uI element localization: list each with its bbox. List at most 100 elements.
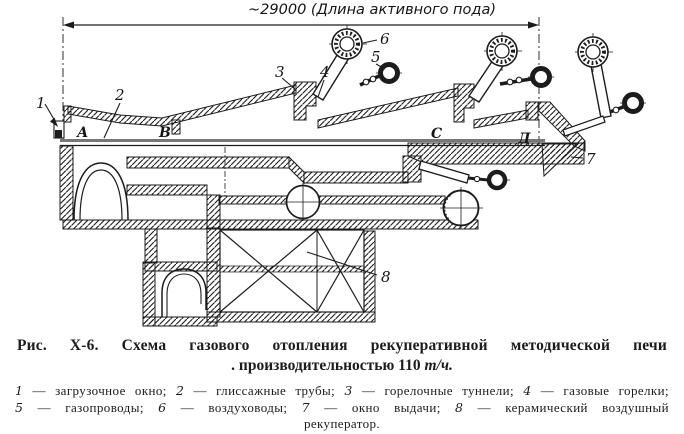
leader-7	[570, 156, 584, 159]
solid-hearth-slab	[407, 142, 585, 165]
legend-num-8: 8	[454, 399, 464, 415]
legend-text-4: — газовые горелки;	[531, 382, 669, 398]
caption-line-1: Рис. Х-6. Схема газового отопления рекуп…	[17, 337, 667, 354]
duct-wall-lower	[218, 195, 446, 205]
loading-window-door	[55, 130, 62, 138]
burner-tunnel-block-2	[453, 83, 475, 123]
roof-step-3	[525, 101, 539, 121]
duct-wall-upper-b	[303, 171, 409, 184]
flue-arch-outer	[73, 162, 129, 221]
legend-item-6: 6 — воздуховоды;	[158, 400, 302, 415]
legend-item-7: 7 — окно выдачи;	[302, 400, 455, 415]
zone-letter-d: Д	[517, 131, 531, 147]
legend-num-7: 7	[301, 399, 311, 415]
flue-arch-inner	[79, 169, 123, 221]
gas-pipe-circle-2	[530, 66, 552, 88]
legend-text-3: — горелочные туннели;	[352, 382, 524, 398]
burner-tube-2	[468, 59, 504, 103]
air-duct-circle-3-bore	[585, 44, 601, 60]
lower-burner-assembly	[402, 155, 510, 191]
gas-union-2a	[506, 78, 514, 86]
legend-item-5: 5 — газопроводы;	[15, 400, 158, 415]
leader-5	[375, 63, 386, 70]
lower-arch-inner	[166, 273, 202, 317]
gas-fitting-2	[499, 77, 532, 86]
gas-union-1a	[362, 78, 370, 86]
hearth	[60, 139, 585, 165]
legend-item-4: 4 — газовые горелки;	[523, 383, 669, 398]
flue-arches	[73, 162, 207, 317]
burner-assembly-3	[562, 33, 646, 137]
callout-1: 1	[36, 94, 46, 112]
callout-3: 3	[275, 63, 285, 81]
recuperator	[206, 227, 376, 323]
lower-arch-outer	[161, 268, 207, 317]
legend-num-4: 4	[523, 382, 532, 398]
callout-4: 4	[319, 63, 330, 81]
callout-leaders	[44, 39, 584, 276]
lower-chamber-wall	[142, 261, 156, 327]
lower-gas-union	[473, 175, 481, 183]
legend-text-6: — воздуховоды;	[166, 399, 302, 415]
legend-text-8: — керамический воздушный рекуператор.	[303, 399, 669, 432]
leader-4	[317, 79, 325, 98]
zone-letter-a: А	[76, 125, 88, 141]
caption-line-2-text: . производительностью 110	[231, 356, 425, 374]
zone-letters: А В С Д	[76, 125, 531, 147]
legend-text-1: — загрузочное окно;	[23, 382, 176, 398]
burner-barrel-3	[562, 115, 606, 137]
checkerwork-diagonal-2	[219, 229, 318, 313]
left-wall	[59, 145, 74, 221]
air-duct-sections	[284, 183, 483, 229]
caption-units: т/ч.	[424, 356, 453, 374]
roof-band-1	[67, 84, 297, 127]
recuperator-wall-left	[206, 227, 221, 318]
duct-floor	[62, 219, 479, 230]
callout-5: 5	[371, 48, 381, 66]
legend-text-5: — газопроводы;	[23, 399, 159, 415]
gas-pipe-circle-1	[378, 62, 400, 84]
legend-item-2: 2 — глиссажные трубы;	[176, 383, 344, 398]
gas-pipe-circle-3	[622, 92, 644, 114]
dimension-label: ~29000 (Длина активного пода)	[248, 2, 496, 18]
roof-band-3	[473, 109, 529, 129]
lower-gas-pipe-circle	[486, 169, 508, 191]
callout-2: 2	[114, 86, 125, 104]
burner-assembly-1	[312, 25, 402, 101]
legend-item-3: 3 — горелочные туннели;	[344, 383, 523, 398]
legend-text-2: — глиссажные трубы;	[184, 382, 345, 398]
legend-num-6: 6	[158, 399, 167, 415]
legend-num-2: 2	[175, 382, 185, 398]
gas-fitting-1	[359, 74, 380, 87]
leader-2	[103, 102, 121, 139]
zone-letter-c: С	[431, 126, 442, 142]
gas-union-1b	[369, 75, 377, 83]
duct-wall-step	[288, 155, 305, 185]
duct-wall-mid	[126, 184, 208, 196]
air-duct-section-2-bead	[442, 194, 451, 222]
roof-joint-tab	[171, 119, 181, 135]
lower-chamber-floor	[142, 316, 218, 327]
leader-1-arrow	[50, 117, 58, 127]
callout-8: 8	[381, 268, 391, 286]
leader-1	[44, 103, 56, 122]
callout-6: 6	[380, 30, 390, 48]
furnace-diagram: ~29000 (Длина активного пода)	[36, 2, 646, 327]
legend-item-8: 8 — керамический воздушный рекуператор.	[304, 400, 669, 432]
callout-labels: 1 2 3 4 5 6 7 8	[36, 30, 596, 286]
recuperator-floor	[206, 311, 376, 323]
gas-union-3	[612, 106, 620, 114]
dimension-arrow-right	[528, 21, 539, 29]
legend-item-1: 1 — загрузочное окно;	[15, 383, 176, 398]
duct-wall-upper-a	[126, 156, 290, 169]
leader-3	[281, 77, 296, 90]
checkerwork-diagonal-4	[316, 229, 365, 313]
furnace-roof	[63, 81, 586, 178]
discharge-end-roof	[537, 101, 586, 152]
step-wall	[144, 228, 158, 264]
leader-6	[362, 39, 378, 44]
legend-num-3: 3	[344, 382, 353, 398]
figure-legend: 1 — загрузочное окно; 2 — глиссажные тру…	[15, 383, 669, 434]
legend-num-5: 5	[15, 399, 24, 415]
burner-tube-3	[590, 63, 612, 119]
